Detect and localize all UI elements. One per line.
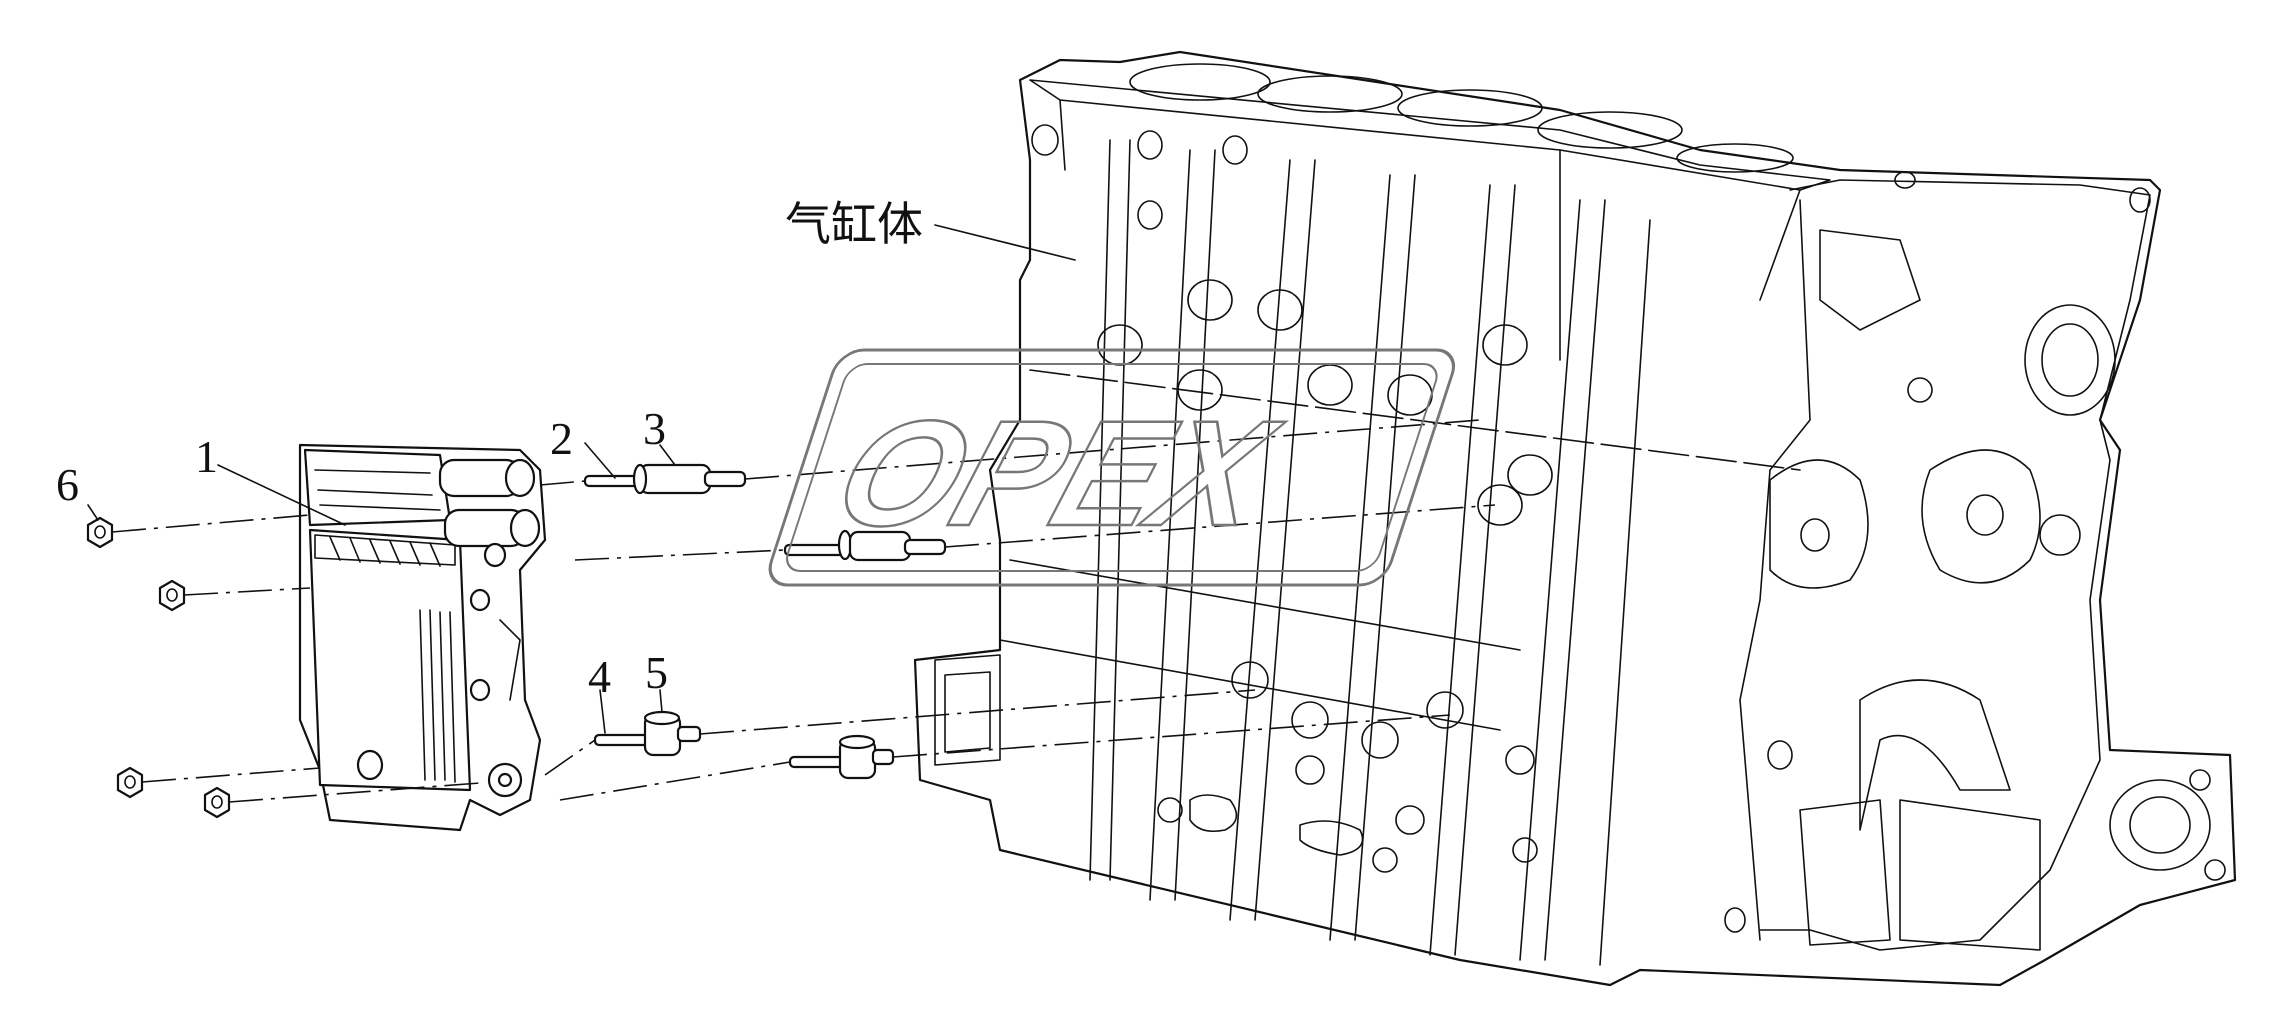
callout-4: 4 <box>588 651 611 702</box>
nut-2 <box>158 579 186 612</box>
block-label: 气缸体 <box>785 197 923 251</box>
nut-1 <box>86 516 114 549</box>
callout-5: 5 <box>645 647 668 698</box>
assembly-lines <box>111 419 1496 803</box>
callout-2: 2 <box>550 413 573 464</box>
ecu-module <box>298 443 547 832</box>
nuts <box>86 516 231 819</box>
callout-1: 1 <box>195 431 218 482</box>
block-front-face <box>1724 171 2226 951</box>
cylinder-block <box>913 50 2237 987</box>
upper-stud-rear <box>783 529 947 562</box>
nut-4 <box>203 786 231 819</box>
callout-6: 6 <box>56 459 79 510</box>
block-bosses <box>1031 124 1553 873</box>
lower-stud-rear <box>788 734 895 780</box>
nut-3 <box>116 766 144 799</box>
upper-stud-front <box>583 463 747 495</box>
watermark-text: OPEX <box>818 390 1297 558</box>
callout-3: 3 <box>643 403 666 454</box>
watermark: OPEX <box>768 348 1456 587</box>
lower-stud-front <box>593 710 702 757</box>
leader-lines <box>87 224 1076 734</box>
